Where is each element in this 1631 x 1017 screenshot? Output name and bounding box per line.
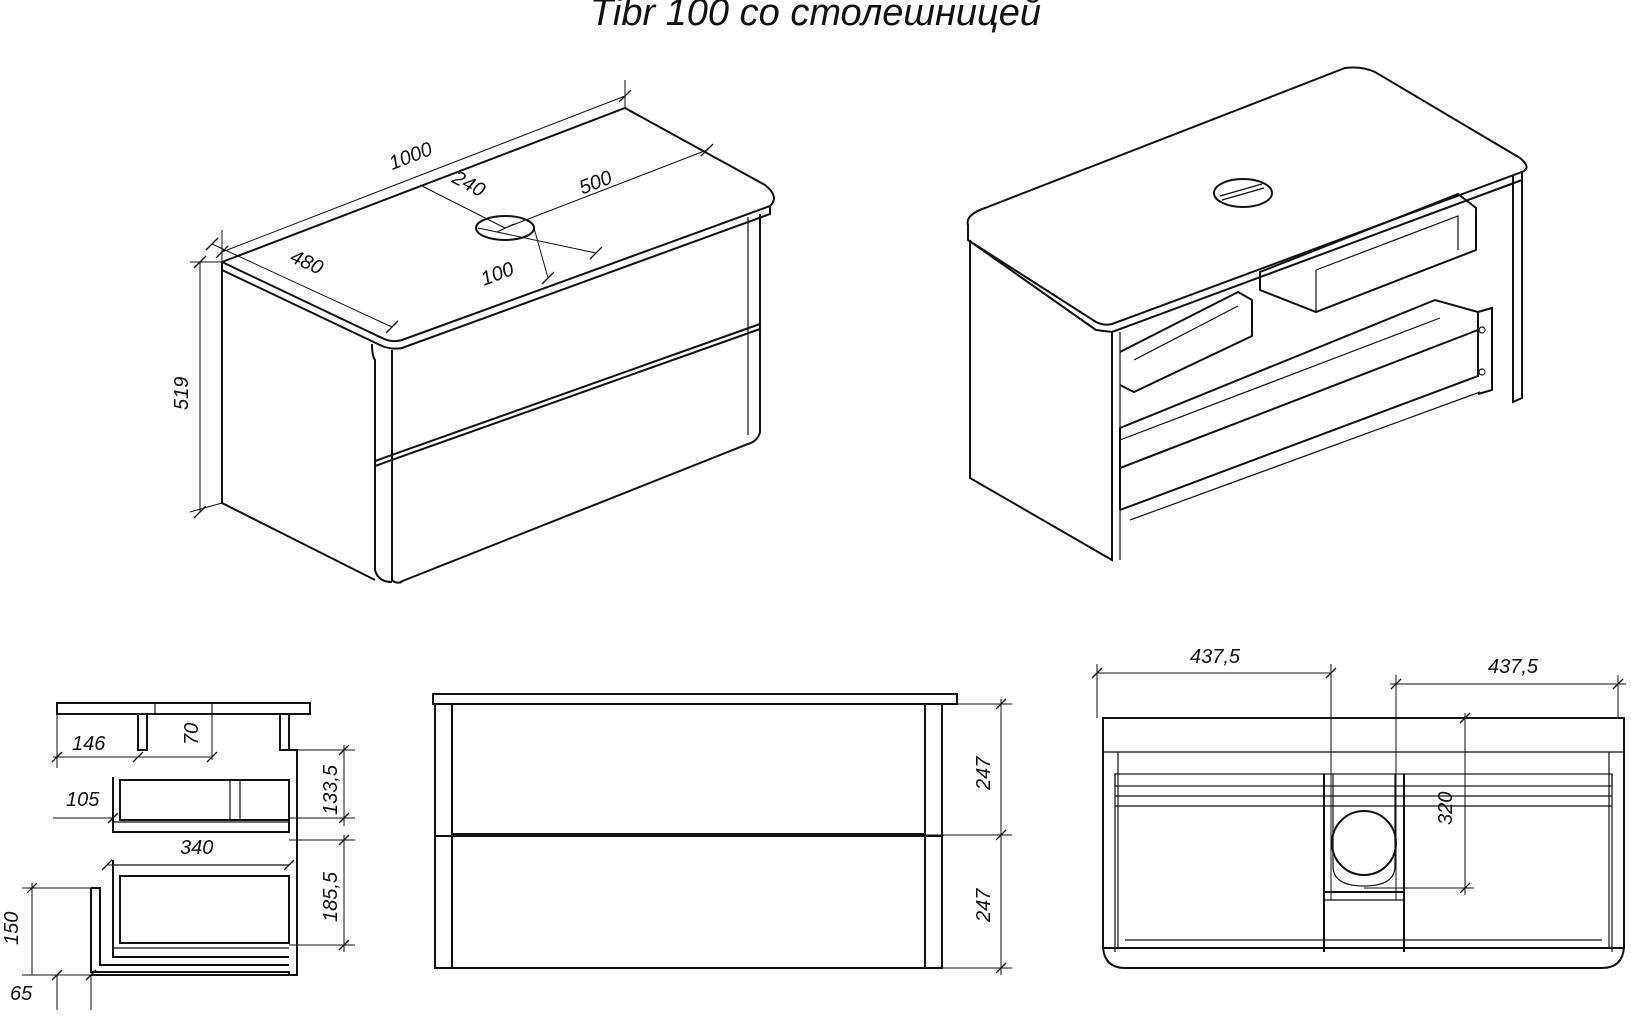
dim-240-label: 240: [448, 166, 489, 202]
dim-1000-label: 1000: [386, 138, 435, 174]
isometric-closed-view: 1000 480 240 500 100 519: [171, 80, 775, 584]
dim-185-5-label: 185,5: [320, 871, 342, 922]
plan-view: 437,5 437,5 320: [1091, 646, 1626, 969]
dim-146-label: 146: [72, 733, 106, 755]
dim-437-5-right-label: 437,5: [1488, 656, 1539, 678]
dim-70-label: 70: [181, 723, 203, 745]
dim-247-top-label: 247: [973, 756, 995, 791]
dim-437-5-left-label: 437,5: [1190, 646, 1241, 668]
dim-480-label: 480: [287, 246, 326, 280]
dim-247-bottom-label: 247: [973, 888, 995, 923]
dim-340-label: 340: [180, 837, 213, 859]
drawing-title: Tibr 100 со столешницей: [590, 0, 1041, 34]
front-view: 247 247: [432, 693, 1012, 975]
dim-150-label: 150: [1, 912, 23, 945]
side-section-view: 146 70 133,5 105 340 185,5 150: [1, 702, 355, 1010]
isometric-open-view: [966, 66, 1528, 562]
dim-100-label: 100: [478, 258, 517, 290]
dim-500-label: 500: [576, 167, 615, 199]
dim-65-label: 65: [10, 983, 33, 1005]
dim-320-label: 320: [1435, 792, 1457, 825]
dim-133-5-label: 133,5: [320, 764, 342, 815]
dim-519-label: 519: [171, 377, 193, 410]
dim-105-label: 105: [66, 789, 100, 811]
